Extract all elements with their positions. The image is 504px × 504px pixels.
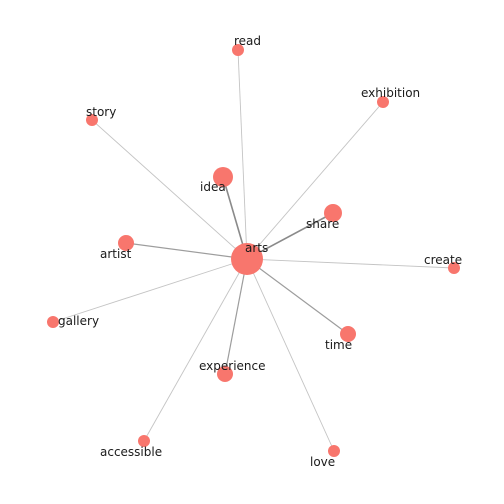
- node-story: [86, 114, 98, 126]
- node-love: [328, 445, 340, 457]
- node-label-love: love: [310, 455, 335, 469]
- edge-arts-share: [246, 212, 334, 260]
- node-idea: [213, 167, 233, 187]
- node-exhibition: [377, 96, 389, 108]
- edge-arts-exhibition: [246, 101, 384, 260]
- node-label-read: read: [234, 34, 261, 48]
- node-label-exhibition: exhibition: [361, 86, 420, 100]
- edge-arts-read: [237, 49, 248, 260]
- edge-arts-artist: [125, 242, 248, 260]
- edge-arts-create: [246, 258, 455, 269]
- node-accessible: [138, 435, 150, 447]
- node-label-artist: artist: [100, 247, 132, 261]
- edge-arts-accessible: [143, 258, 248, 442]
- node-label-gallery: gallery: [58, 314, 99, 328]
- node-experience: [217, 366, 233, 382]
- node-arts: [231, 243, 263, 275]
- node-label-arts: arts: [245, 241, 268, 255]
- node-artist: [118, 235, 134, 251]
- edge-arts-time: [246, 258, 349, 335]
- node-label-create: create: [424, 253, 462, 267]
- edge-arts-story: [91, 119, 248, 260]
- node-label-experience: experience: [199, 359, 266, 373]
- node-time: [340, 326, 356, 342]
- edge-arts-experience: [224, 258, 248, 375]
- label-layer: arts read exhibition story idea share artist cr…: [58, 34, 462, 469]
- node-label-time: time: [325, 338, 352, 352]
- node-create: [448, 262, 460, 274]
- node-label-story: story: [86, 105, 116, 119]
- edge-arts-love: [246, 258, 335, 452]
- edge-arts-gallery: [52, 258, 248, 323]
- node-share: [324, 204, 342, 222]
- node-read: [232, 44, 244, 56]
- edge-layer: [52, 49, 455, 452]
- node-layer: [47, 44, 460, 457]
- node-label-idea: idea: [200, 180, 226, 194]
- node-gallery: [47, 316, 59, 328]
- node-label-share: share: [306, 217, 339, 231]
- node-label-accessible: accessible: [100, 445, 162, 459]
